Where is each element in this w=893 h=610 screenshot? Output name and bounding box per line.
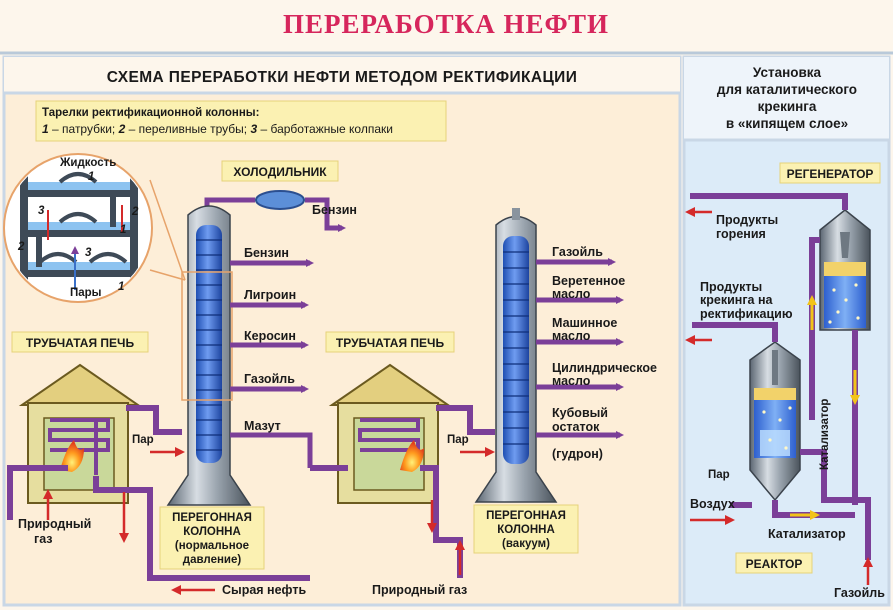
col2-output-residue-1: Кубовый <box>552 406 608 420</box>
inset-num-1c: 1 <box>118 281 124 293</box>
reactor-label: РЕАКТОР <box>746 557 803 571</box>
legend-title: Тарелки ректификационной колонны: <box>42 107 259 119</box>
inset-num-2b: 2 <box>131 206 139 218</box>
col1-output-gasoil: Газойль <box>244 372 295 386</box>
col1-name-line-2: КОЛОННА <box>183 526 241 538</box>
col1-steam-label: Пар <box>132 434 154 446</box>
left-panel-heading: СХЕМА ПЕРЕРАБОТКИ НЕФТИ МЕТОДОМ РЕКТИФИК… <box>107 69 578 86</box>
col2-output-machine-2: масло <box>552 329 591 343</box>
regenerator-label: РЕГЕНЕРАТОР <box>787 167 874 181</box>
distillation-column-2 <box>474 208 558 503</box>
col1-output-mazut: Мазут <box>244 419 281 433</box>
col2-output-spindle-1: Веретенное <box>552 274 625 288</box>
col1-name-line-4: давление) <box>183 554 242 566</box>
natural-gas-1-line-1: Природный <box>18 517 91 531</box>
cracking-products-2: крекинга на <box>700 293 774 307</box>
condenser-label-box <box>221 160 339 182</box>
regenerator-label-box <box>779 162 881 184</box>
cracking-products-1: Продукты <box>700 280 762 294</box>
reactor-steam-label: Пар <box>708 469 730 481</box>
furnace-1-label: ТРУБЧАТАЯ ПЕЧЬ <box>26 336 135 350</box>
legend-num-1: 1 <box>42 122 49 136</box>
col2-output-cylinder-2: масло <box>552 374 591 388</box>
inset-liquid-label: Жидкость <box>59 157 116 169</box>
furnace-2-label: ТРУБЧАТАЯ ПЕЧЬ <box>336 336 445 350</box>
distillation-column-1 <box>166 205 252 506</box>
tube-furnace-1 <box>18 363 142 504</box>
col1-name-line-1: ПЕРЕГОННАЯ <box>172 512 252 524</box>
col2-name-line-1: ПЕРЕГОННАЯ <box>486 510 566 522</box>
catalyst-label: Катализатор <box>768 527 846 541</box>
natural-gas-1-line-2: газ <box>34 532 53 546</box>
inset-num-3a: 3 <box>38 205 45 217</box>
condenser <box>255 190 305 210</box>
air-label: Воздух <box>690 497 735 511</box>
col2-output-gasoil: Газойль <box>552 245 603 259</box>
condenser-output-label: Бензин <box>312 203 357 217</box>
legend-text: 1 – патрубки; 2 – переливные трубы; 3 – … <box>42 122 393 136</box>
inset-num-3b: 3 <box>85 247 92 259</box>
right-heading-line-2: для каталитического <box>717 82 857 97</box>
col2-output-residue-2: остаток <box>552 420 600 434</box>
col1-output-benzin: Бензин <box>244 246 289 260</box>
col2-output-machine-1: Машинное <box>552 316 617 330</box>
column-2-name-box <box>473 504 579 554</box>
legend-item-1: – патрубки; <box>49 122 119 136</box>
col2-output-tar: (гудрон) <box>552 447 603 461</box>
right-heading-line-3: крекинга <box>758 99 817 114</box>
legend-num-3: 3 <box>250 122 257 136</box>
legend-box <box>35 100 447 142</box>
col2-name-line-3: (вакуум) <box>502 538 550 550</box>
right-heading-line-4: в «кипящем слое» <box>726 116 848 131</box>
legend-item-2: – переливные трубы; <box>125 122 250 136</box>
catalyst-vertical-label: Катализатор <box>819 399 831 470</box>
col1-output-ligroin: Лигроин <box>244 288 296 302</box>
furnace-2-label-box <box>325 331 455 353</box>
tray-detail-inset: Жидкость Пары 1 1 1 3 3 2 2 <box>3 153 186 303</box>
legend-num-2: 2 <box>118 122 126 136</box>
right-heading-line-1: Установка <box>753 65 822 80</box>
gasoil-label: Газойль <box>834 586 885 600</box>
inset-vapors-label: Пары <box>70 287 102 299</box>
col1-output-kerosene: Керосин <box>244 329 296 343</box>
reactor-vessel <box>749 341 801 502</box>
inset-num-2a: 2 <box>17 241 25 253</box>
cracking-products-3: ректификацию <box>700 307 793 321</box>
natural-gas-2-label: Природный газ <box>372 583 467 597</box>
regenerator-vessel <box>819 209 871 331</box>
col2-output-cylinder-1: Цилиндрическое <box>552 361 657 375</box>
combustion-products-2: горения <box>716 227 766 241</box>
col2-output-spindle-2: масло <box>552 287 591 301</box>
inset-num-1a: 1 <box>88 171 94 183</box>
crude-oil-label: Сырая нефть <box>222 583 306 597</box>
column-1-name-box <box>159 506 265 570</box>
tube-furnace-2 <box>328 363 452 504</box>
inset-num-1b: 1 <box>120 224 126 236</box>
col1-name-line-3: (нормальное <box>175 540 249 552</box>
combustion-products-1: Продукты <box>716 213 778 227</box>
col2-steam-label: Пар <box>447 434 469 446</box>
col2-name-line-2: КОЛОННА <box>497 524 555 536</box>
furnace-1-label-box <box>11 331 149 353</box>
condenser-label: ХОЛОДИЛЬНИК <box>233 165 327 179</box>
reactor-label-box <box>735 552 813 574</box>
poster-title: ПЕРЕРАБОТКА НЕФТИ <box>283 9 609 39</box>
legend-item-3: – барботажные колпаки <box>257 122 393 136</box>
